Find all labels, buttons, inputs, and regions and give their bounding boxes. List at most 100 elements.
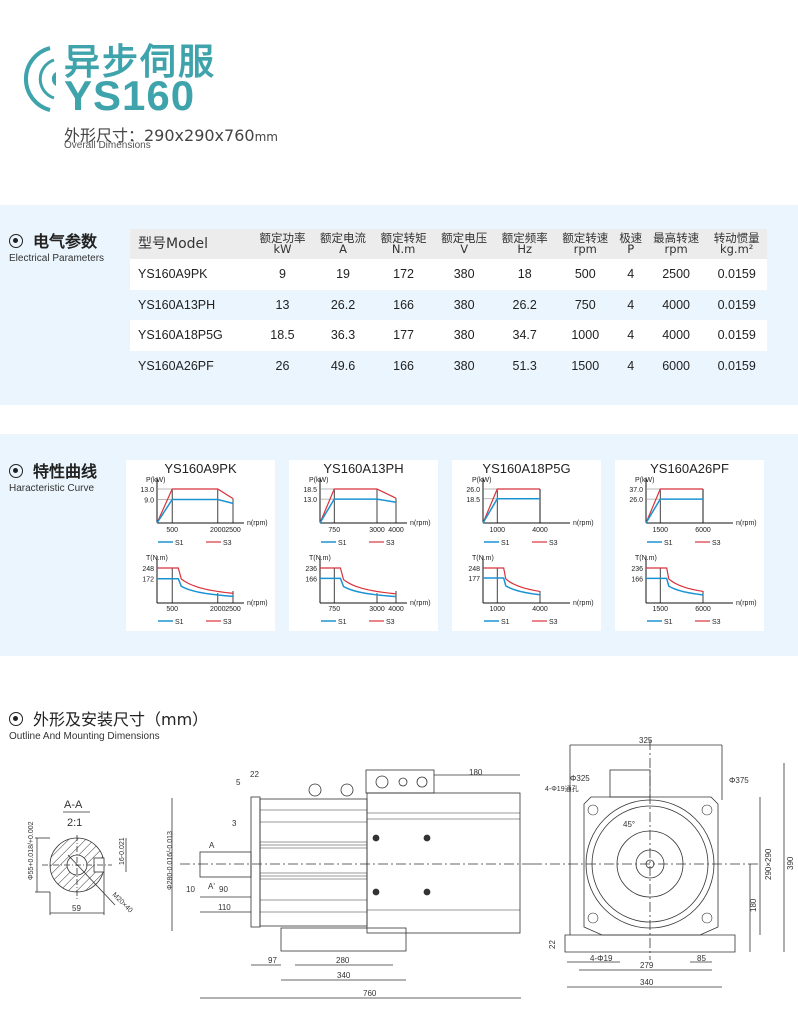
- product-model: YS160: [64, 72, 196, 119]
- legend-s1: S1: [664, 619, 673, 626]
- header-cn: 额定电压: [441, 231, 488, 245]
- p-tick-label: 13.0: [303, 497, 317, 504]
- dim-279: 279: [640, 961, 654, 970]
- table-cell: 177: [373, 320, 434, 351]
- table-cell: 36.3: [312, 320, 374, 351]
- table-cell: 2500: [645, 259, 707, 290]
- t-speed-tick: 1500: [652, 606, 668, 613]
- p-tick-label: 26.0: [466, 487, 480, 494]
- table-cell: 0.0159: [706, 350, 767, 381]
- section-name: A-A: [64, 799, 83, 811]
- t-s1-line: [157, 577, 234, 598]
- section-mark-a: A: [209, 841, 215, 850]
- header-unit: rpm: [573, 242, 597, 256]
- table-cell: 18.5: [252, 320, 313, 351]
- table-cell: YS160A13PH: [130, 289, 253, 320]
- p-tick-label: 13.0: [140, 487, 154, 494]
- p-s1-line: [645, 498, 703, 524]
- bullet-icon: [9, 234, 23, 248]
- p-speed-tick: 4000: [532, 527, 548, 534]
- t-speed-tick: 4000: [388, 606, 404, 613]
- p-x-label: n(rpm): [247, 520, 268, 527]
- table-cell: 34.7: [494, 320, 555, 351]
- t-tick-label: 248: [142, 566, 154, 573]
- p-s1-line: [482, 498, 540, 524]
- dim-59: 59: [72, 904, 81, 913]
- dim-340: 340: [640, 978, 654, 987]
- legend-s3: S3: [386, 619, 395, 626]
- header-unit: V: [460, 242, 469, 256]
- legend-s3: S3: [712, 540, 721, 547]
- t-s1-line: [483, 577, 541, 596]
- heading-cn: 特性曲线: [33, 462, 98, 481]
- dim-280: 280: [336, 956, 350, 965]
- legend-s1: S1: [501, 619, 510, 626]
- table-cell: YS160A9PK: [130, 259, 253, 290]
- table-cell: 500: [554, 259, 616, 290]
- t-axis-label: T(N.m): [146, 555, 168, 562]
- t-speed-tick: 3000: [369, 606, 385, 613]
- table-cell: 1500: [554, 350, 616, 381]
- side-view: [171, 769, 535, 999]
- dim-holes: 4-Φ19通孔: [545, 784, 579, 793]
- header-cn: 极速: [619, 231, 643, 245]
- p-tick-label: 18.5: [466, 497, 480, 504]
- table-cell: 26: [252, 350, 313, 381]
- dim-85: 85: [697, 954, 706, 963]
- dim-10: 10: [186, 885, 195, 894]
- table-cell: 4: [615, 350, 646, 381]
- dim-110: 110: [218, 903, 231, 912]
- table-cell: 6000: [645, 350, 707, 381]
- p-speed-tick: 1500: [652, 527, 668, 534]
- table-cell: 750: [554, 289, 616, 320]
- t-s1-line: [320, 577, 397, 598]
- t-tick-label: 236: [631, 566, 643, 573]
- t-s1-line: [646, 577, 704, 596]
- dim-dia-325: Φ325: [570, 774, 590, 783]
- outline-drawing: A-A 2:1 59 Φ55+0.018/+0.002 16-0.021 M20…: [28, 736, 795, 999]
- p-speed-tick: 4000: [388, 527, 404, 534]
- dim-290x290: 290×290: [764, 848, 773, 880]
- legend-s3: S3: [549, 619, 558, 626]
- table-cell: 1000: [554, 320, 616, 351]
- t-tick-label: 166: [305, 576, 317, 583]
- p-speed-tick: 750: [328, 527, 340, 534]
- table-cell: 26.2: [312, 289, 374, 320]
- t-speed-tick: 1000: [489, 606, 505, 613]
- p-s1-line: [319, 498, 397, 524]
- p-tick-label: 37.0: [629, 487, 643, 494]
- header-unit: rpm: [664, 242, 688, 256]
- dim-feet-holes: 4-Φ19: [590, 954, 613, 963]
- t-tick-label: 236: [305, 566, 317, 573]
- dim-22: 22: [548, 940, 557, 949]
- p-x-label: n(rpm): [736, 520, 757, 527]
- table-cell: 4: [615, 289, 646, 320]
- heading-en: Electrical Parameters: [9, 253, 105, 264]
- header-unit: N.m: [391, 242, 416, 256]
- outline-heading: 外形及安装尺寸（mm） Outline And Mounting Dimensi…: [9, 706, 208, 742]
- chart-title: YS160A9PK: [164, 461, 237, 476]
- table-cell: YS160A18P5G: [130, 320, 253, 351]
- table-cell: 166: [373, 289, 434, 320]
- header-cn: 转动惯量: [713, 231, 760, 245]
- t-axis-label: T(N.m): [472, 555, 494, 562]
- t-s3-line: [157, 567, 234, 594]
- t-speed-tick: 4000: [532, 606, 548, 613]
- brand-logo-icon: [23, 46, 56, 112]
- chart-title: YS160A26PF: [650, 461, 729, 476]
- overall-size: 外形尺寸：290x290x760mm: [64, 122, 278, 146]
- dim-3: 3: [232, 819, 237, 828]
- dim-5: 5: [236, 778, 241, 787]
- p-speed-tick: 6000: [695, 527, 711, 534]
- header-unit: A: [339, 242, 347, 256]
